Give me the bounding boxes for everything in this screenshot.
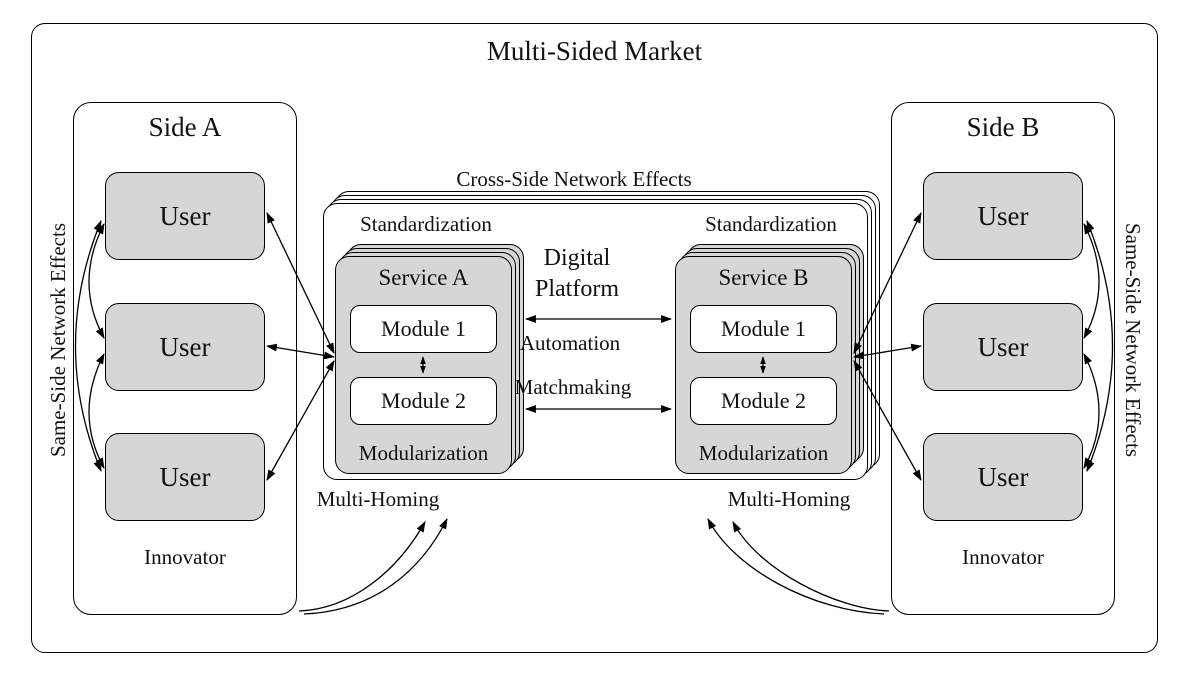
side-b-same-side-label: Same-Side Network Effects [1121, 222, 1145, 458]
side-b-innovator-label: Innovator [962, 545, 1044, 569]
cross-side-network-effects-label: Cross-Side Network Effects [456, 167, 692, 191]
side-a-same-side-label: Same-Side Network Effects [46, 222, 70, 458]
side-b-user-1-label: User [977, 200, 1029, 231]
multi-homing-label-right: Multi-Homing [727, 487, 851, 511]
matchmaking-label: Matchmaking [514, 375, 632, 399]
side-a-user-2-label: User [159, 331, 211, 362]
service-a-module-1-label: Module 1 [381, 316, 466, 341]
digital-platform-name-line1: Digital [543, 245, 611, 271]
service-b-module-2-label: Module 2 [721, 388, 806, 413]
service-a-module-2: Module 2 [350, 377, 497, 425]
service-b-module-1-label: Module 1 [721, 316, 806, 341]
service-a-title: Service A [378, 265, 469, 290]
side-a-title: Side A [148, 112, 222, 142]
service-b-module-1: Module 1 [690, 305, 837, 353]
side-a-innovator-label: Innovator [144, 545, 226, 569]
service-b-module-2: Module 2 [690, 377, 837, 425]
service-a-module-2-label: Module 2 [381, 388, 466, 413]
standardization-label-left: Standardization [360, 212, 492, 236]
side-a-user-1-label: User [159, 200, 211, 231]
side-b-user-2: User [923, 303, 1083, 391]
side-b-user-3: User [923, 433, 1083, 521]
side-b-title: Side B [966, 112, 1040, 142]
side-b-user-3-label: User [977, 461, 1029, 492]
standardization-label-right: Standardization [705, 212, 837, 236]
side-a-user-2: User [105, 303, 265, 391]
service-b-title: Service B [718, 265, 809, 290]
service-a-module-1: Module 1 [350, 305, 497, 353]
side-a-user-3-label: User [159, 461, 211, 492]
side-b-user-1: User [923, 172, 1083, 260]
service-a-modularization-label: Modularization [358, 441, 489, 465]
service-b-modularization-label: Modularization [698, 441, 829, 465]
market-title: Multi-Sided Market [486, 36, 703, 66]
automation-label: Automation [519, 331, 621, 355]
side-a-user-1: User [105, 172, 265, 260]
side-a-user-3: User [105, 433, 265, 521]
digital-platform-name-line2: Platform [535, 276, 619, 303]
multi-homing-label-left: Multi-Homing [316, 487, 440, 511]
side-b-user-2-label: User [977, 331, 1029, 362]
digital-platform-name: Digital Platform [477, 243, 677, 305]
